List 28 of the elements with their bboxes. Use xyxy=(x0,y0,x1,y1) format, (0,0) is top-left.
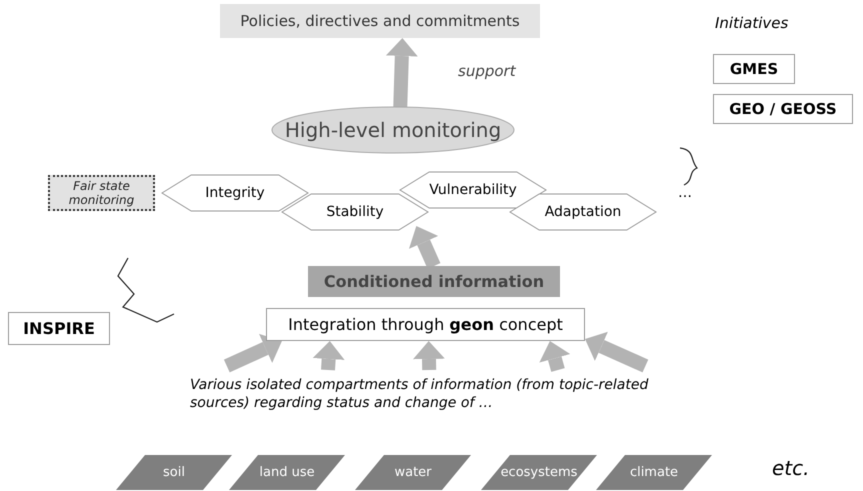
text-box: GEO / GEOSS xyxy=(713,94,853,124)
text-box: INSPIRE xyxy=(8,312,110,345)
ellipsis-text: … xyxy=(678,185,692,201)
block-arrow xyxy=(413,341,445,370)
annotation-text: support xyxy=(458,62,516,80)
hexagon-node: Stability xyxy=(282,194,428,230)
text-box: GMES xyxy=(713,54,795,84)
block-arrow xyxy=(386,38,418,108)
block-arrow xyxy=(224,334,282,372)
ellipse-node: High-level monitoring xyxy=(272,107,514,153)
process-box: Conditioned information xyxy=(308,266,560,297)
block-arrow xyxy=(312,341,345,370)
parallelogram-node: water xyxy=(355,455,471,490)
block-arrow xyxy=(408,226,440,269)
heading-box: Policies, directives and commitments xyxy=(220,4,540,38)
annotation-text: etc. xyxy=(772,456,810,480)
parallelogram-node: climate xyxy=(596,455,712,490)
parallelogram-node: soil xyxy=(116,455,232,490)
parallelogram-node: land use xyxy=(229,455,345,490)
text-box: Integration through geon concept xyxy=(266,308,585,341)
description-text: Various isolated compartments of information (from topic-related sources) regarding status and change of … xyxy=(190,372,650,416)
hexagon-node: Integrity xyxy=(162,175,308,211)
hexagon-node: Vulnerability xyxy=(400,172,546,208)
parallelogram-node: ecosystems xyxy=(481,455,597,490)
dotted-box: Fair state monitoring xyxy=(48,175,155,211)
block-arrow xyxy=(585,332,648,372)
block-arrow xyxy=(539,341,570,372)
group-heading: Initiatives xyxy=(715,14,788,32)
